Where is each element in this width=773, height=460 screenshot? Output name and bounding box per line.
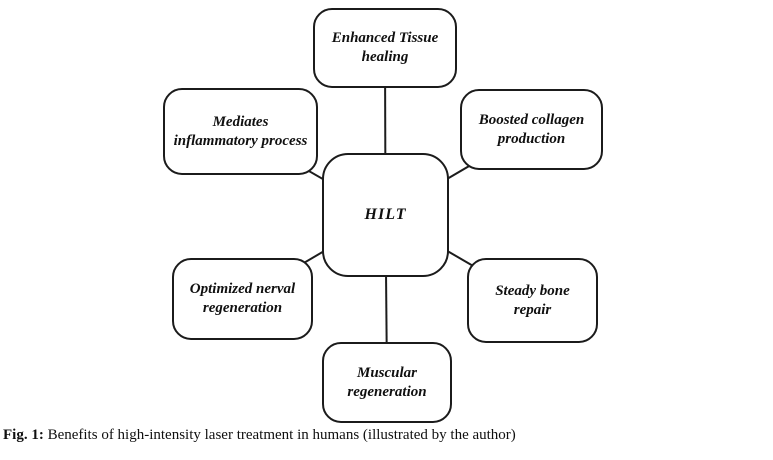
node-optimized-nerval-regeneration: Optimized nerval regeneration xyxy=(172,258,313,340)
caption-text: Benefits of high-intensity laser treatme… xyxy=(43,427,516,443)
caption-label: Fig. 1: xyxy=(3,427,44,443)
node-hilt-center: HILT xyxy=(322,153,449,277)
node-label: Boosted collagen production xyxy=(478,111,585,147)
node-label: Muscular regeneration xyxy=(347,364,427,400)
node-steady-bone-repair: Steady bone repair xyxy=(467,258,598,343)
node-enhanced-tissue-healing: Enhanced Tissue healing xyxy=(313,8,457,88)
node-muscular-regeneration: Muscular regeneration xyxy=(322,342,452,423)
node-mediates-inflammatory-process: Mediates inflammatory process xyxy=(163,88,318,175)
node-label: Steady bone repair xyxy=(495,282,570,318)
figure-caption: Fig. 1: Benefits of high-intensity laser… xyxy=(3,427,516,444)
node-label: Mediates inflammatory process xyxy=(173,113,308,149)
node-boosted-collagen-production: Boosted collagen production xyxy=(460,89,603,170)
node-label: Enhanced Tissue healing xyxy=(331,30,439,65)
node-label: Optimized nerval regeneration xyxy=(189,281,296,316)
node-label: HILT xyxy=(364,206,407,223)
